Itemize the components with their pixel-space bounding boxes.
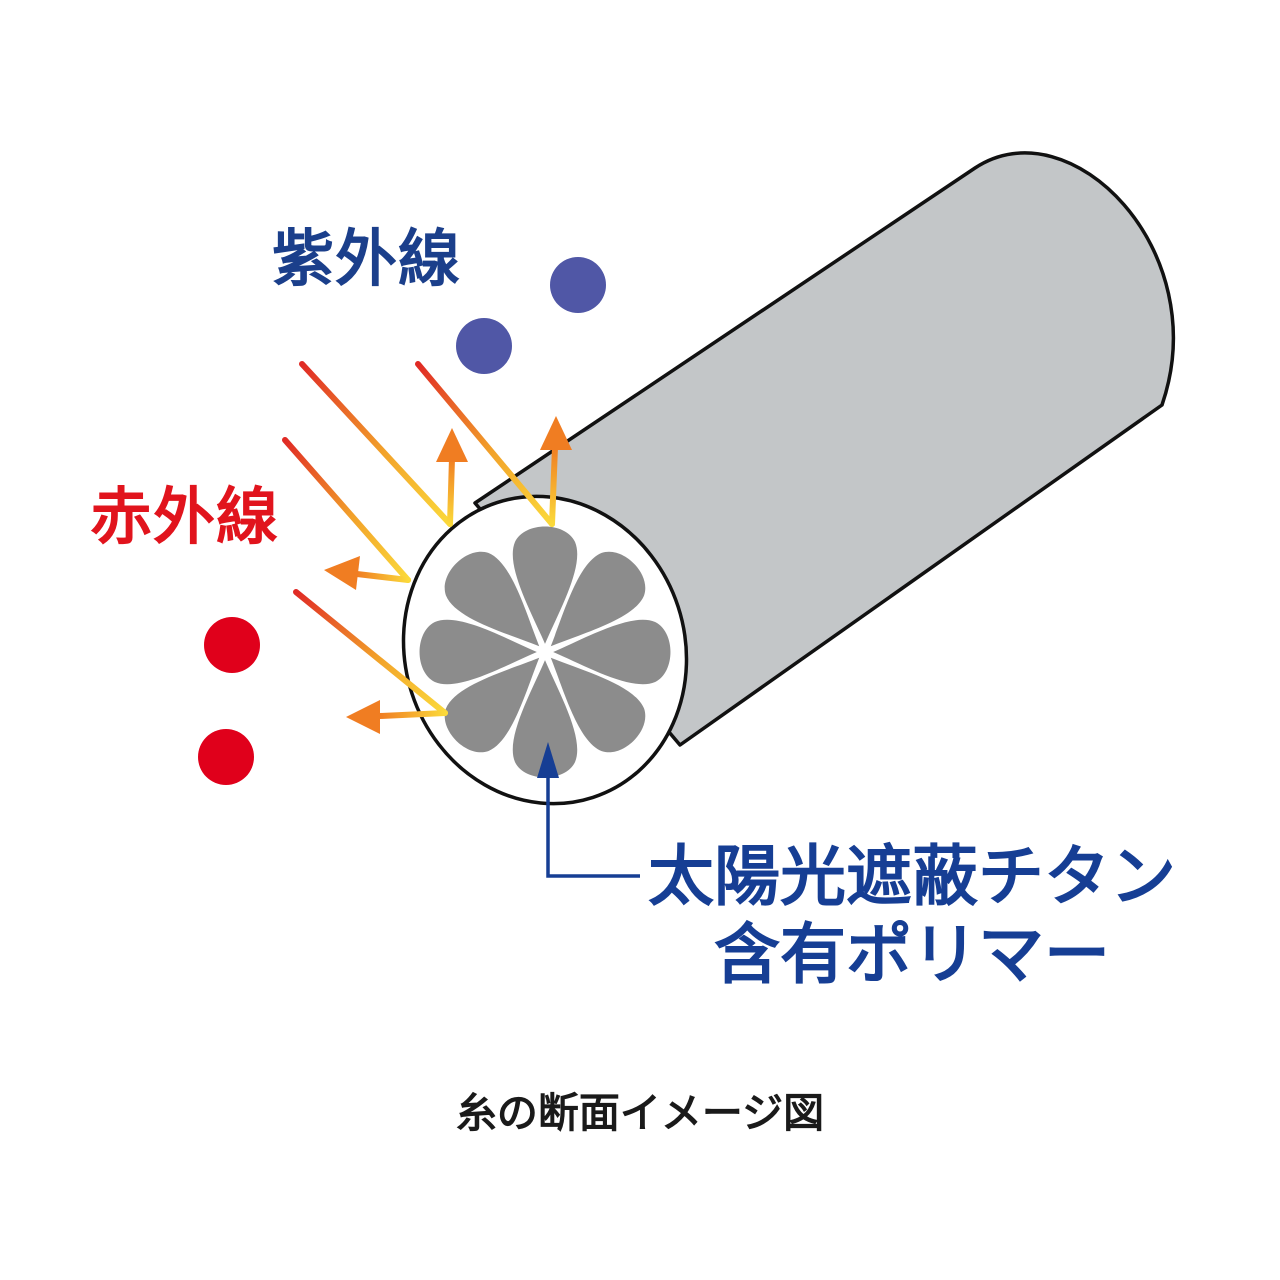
sun-ray-icon: [299, 361, 453, 527]
pointer-arrow-icon: [537, 742, 559, 778]
reflect-arrow-icon: [346, 700, 448, 734]
core-petal: [512, 526, 578, 644]
ir-dot-icon: [204, 617, 260, 673]
sun-ray-icon: [282, 437, 411, 583]
uv-label: 紫外線: [272, 222, 462, 295]
incoming-rays: [282, 361, 555, 716]
polymer-pointer: [537, 742, 640, 878]
core-petal: [512, 660, 578, 778]
sun-ray-icon: [415, 361, 555, 527]
polymer-label-line1: 太陽光遮蔽チタン: [648, 838, 1176, 915]
core-petal: [444, 657, 540, 753]
core-petal: [553, 619, 671, 685]
ir-dot-icon: [198, 729, 254, 785]
polymer-label-line2: 含有ポリマー: [714, 916, 1110, 993]
reflected-rays: [324, 416, 572, 734]
reflect-arrow-icon: [324, 556, 411, 590]
core-petal: [419, 619, 537, 685]
reflect-arrow-icon: [540, 416, 572, 527]
core-petal: [550, 657, 646, 753]
polymer-label: 太陽光遮蔽チタン 含有ポリマー: [648, 838, 1176, 994]
uv-dot-icon: [456, 318, 512, 374]
reflect-arrow-icon: [436, 428, 468, 527]
uv-particles: [456, 257, 606, 374]
uv-dot-icon: [550, 257, 606, 313]
core-petal: [550, 551, 646, 647]
core-petal: [444, 551, 540, 647]
ir-label: 赤外線: [90, 480, 280, 553]
titanium-polymer-core-icon: [419, 526, 671, 778]
sun-ray-icon: [293, 589, 448, 716]
ir-particles: [198, 617, 260, 785]
diagram-caption: 糸の断面イメージ図: [455, 1089, 825, 1137]
fiber-cross-section: [401, 494, 689, 806]
